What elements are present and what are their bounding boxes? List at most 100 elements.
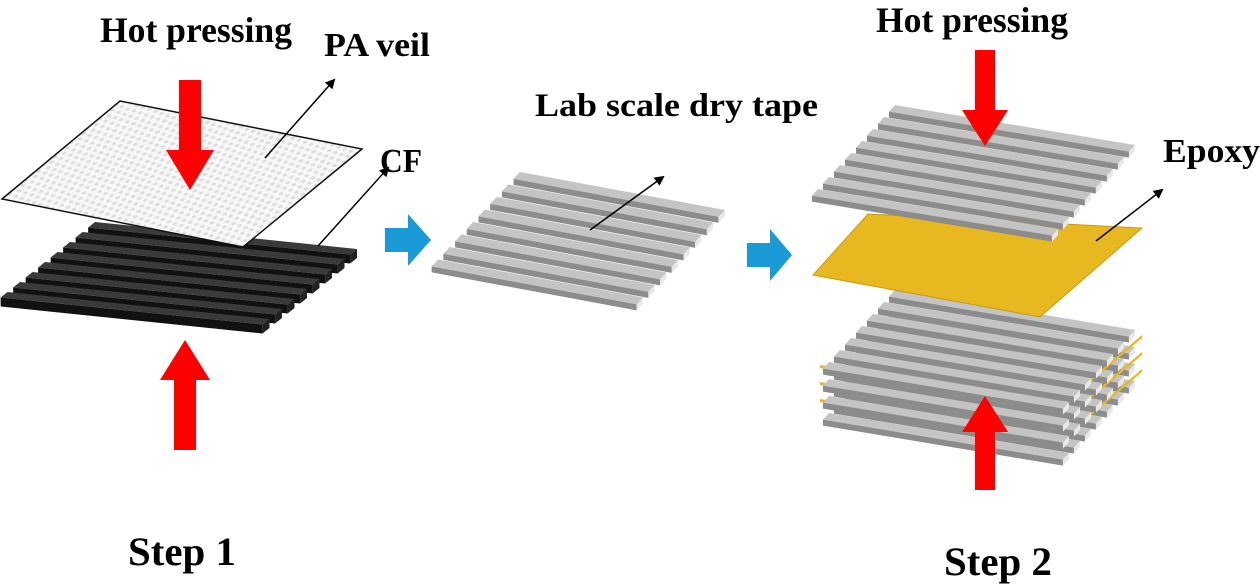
dry-tape-bar-end: [683, 247, 690, 261]
top-tape-bar-side: [866, 135, 1107, 182]
dry-tape-bar: [513, 172, 725, 217]
stack-bar-end: [1073, 424, 1080, 437]
stack-bar-side: [822, 402, 1063, 449]
carbon-fiber-bar: [25, 272, 295, 305]
flow-arrow-1: [385, 214, 431, 266]
top-tape-bar: [855, 141, 1102, 188]
stack-bar-side: [822, 368, 1063, 415]
stack-bar-end: [1073, 441, 1080, 454]
epoxy-leader: [1095, 188, 1164, 242]
stack-bar-side: [822, 385, 1063, 432]
stack-bar-end: [1128, 381, 1135, 394]
stack-bar: [844, 338, 1091, 385]
top-tape-bar-side: [855, 147, 1096, 194]
dry-tape-bar-end: [636, 297, 644, 311]
stack-bar: [822, 379, 1069, 426]
top-tape-bar-end: [1073, 205, 1080, 218]
dry-tape-bar: [443, 247, 655, 292]
carbon-fiber-bar-end: [262, 319, 270, 334]
top-tape-bar-end: [1062, 217, 1069, 230]
dry-tape-bar-end: [706, 222, 714, 236]
stack-bar-side: [855, 332, 1096, 379]
label-step-1: Step 1: [128, 529, 236, 574]
top-tape-bar-end: [1051, 229, 1058, 242]
stack-bar: [877, 302, 1124, 349]
stack-bar-end: [1106, 405, 1113, 418]
top-tape-bar-side: [877, 123, 1118, 170]
dry-tape-bar-side: [501, 191, 707, 236]
top-tape-bar: [877, 117, 1124, 164]
carbon-fiber-bar-end: [275, 309, 282, 324]
dry-tape-bar-side: [431, 266, 637, 311]
dry-tape-bar: [490, 197, 702, 242]
top-tape-bar-end: [1095, 181, 1102, 194]
stack-bar-end: [1117, 393, 1124, 406]
stack-bar-end: [1073, 407, 1080, 420]
press-up-arrow-step1: [160, 340, 210, 450]
carbon-fiber-bar: [75, 232, 345, 265]
stack-bar-side: [833, 356, 1074, 403]
dry-tape-bar-side: [478, 216, 684, 261]
dry-tape-bar: [455, 234, 667, 280]
top-tape-bar-end: [1128, 145, 1135, 158]
carbon-fiber-bar: [38, 262, 307, 295]
carbon-fiber-bar-end: [325, 269, 332, 284]
stack-bar-end: [1095, 400, 1102, 413]
top-tape-bar-side: [811, 195, 1052, 242]
label-pa-veil: PA veil: [324, 27, 430, 64]
dry-tape-bar-side: [513, 178, 719, 223]
carbon-fiber-bar: [50, 252, 320, 285]
carbon-fiber-bar-end: [300, 289, 307, 304]
stack-bar-end: [1128, 347, 1135, 360]
dry-tape-bar: [466, 222, 679, 267]
label-step-2: Step 2: [944, 539, 1052, 584]
top-tape-bar: [866, 129, 1113, 176]
top-tape-bar-side: [888, 111, 1129, 158]
carbon-fiber-bar-end: [337, 259, 345, 274]
stack-bar-end: [1106, 354, 1113, 367]
top-tape-bar-end: [1084, 193, 1091, 206]
dry-tape-bar-side: [455, 241, 661, 286]
carbon-fiber-bar-end: [287, 299, 295, 314]
flow-arrow-2: [747, 229, 792, 281]
top-tape-bar-end: [1106, 169, 1113, 182]
stack-bar-end: [1095, 366, 1102, 379]
stack-bar-side: [877, 308, 1118, 355]
top-tape-bar-side: [844, 159, 1085, 206]
press-up-arrow-step2: [962, 396, 1008, 490]
dry-tape-bar: [431, 259, 644, 305]
top-tape-bar: [888, 105, 1135, 152]
top-tape-bar: [811, 189, 1058, 236]
dry-tape-bar: [501, 184, 714, 230]
stack-bar-side: [844, 344, 1085, 391]
carbon-fiber-bar-end: [350, 249, 357, 264]
stack-bar-end: [1117, 342, 1124, 355]
label-epoxy: Epoxy: [1163, 133, 1260, 170]
top-tape-bar: [844, 153, 1091, 200]
stack-bar-end: [1084, 378, 1091, 391]
pa-veil-leader: [264, 78, 336, 159]
stack-bar-end: [1062, 419, 1069, 432]
press-down-arrow-step1: [166, 80, 214, 190]
stack-bar: [855, 326, 1102, 373]
stack-bar: [822, 413, 1069, 460]
dry-tape-top-layer: [811, 105, 1135, 242]
stack-bar: [888, 290, 1135, 337]
stack-bar-end: [1095, 417, 1102, 430]
carbon-fiber-bar-side: [0, 297, 263, 334]
dry-tape-bar: [478, 209, 690, 255]
stack-bar-end: [1084, 412, 1091, 425]
label-hot-pressing-2: Hot pressing: [876, 0, 1068, 40]
stack-bar-side: [866, 320, 1107, 367]
dry-tape-bar-end: [718, 210, 725, 223]
top-tape-bar-side: [833, 171, 1074, 218]
stack-bar-end: [1095, 383, 1102, 396]
label-cf: CF: [380, 143, 422, 180]
stack-bar: [822, 396, 1069, 443]
dry-tape-bar-side: [490, 203, 696, 248]
dry-tape-bar-end: [648, 285, 655, 298]
stack-bar-end: [1117, 376, 1124, 389]
dry-tape-bar-end: [695, 235, 702, 248]
stack-bar: [866, 314, 1113, 361]
